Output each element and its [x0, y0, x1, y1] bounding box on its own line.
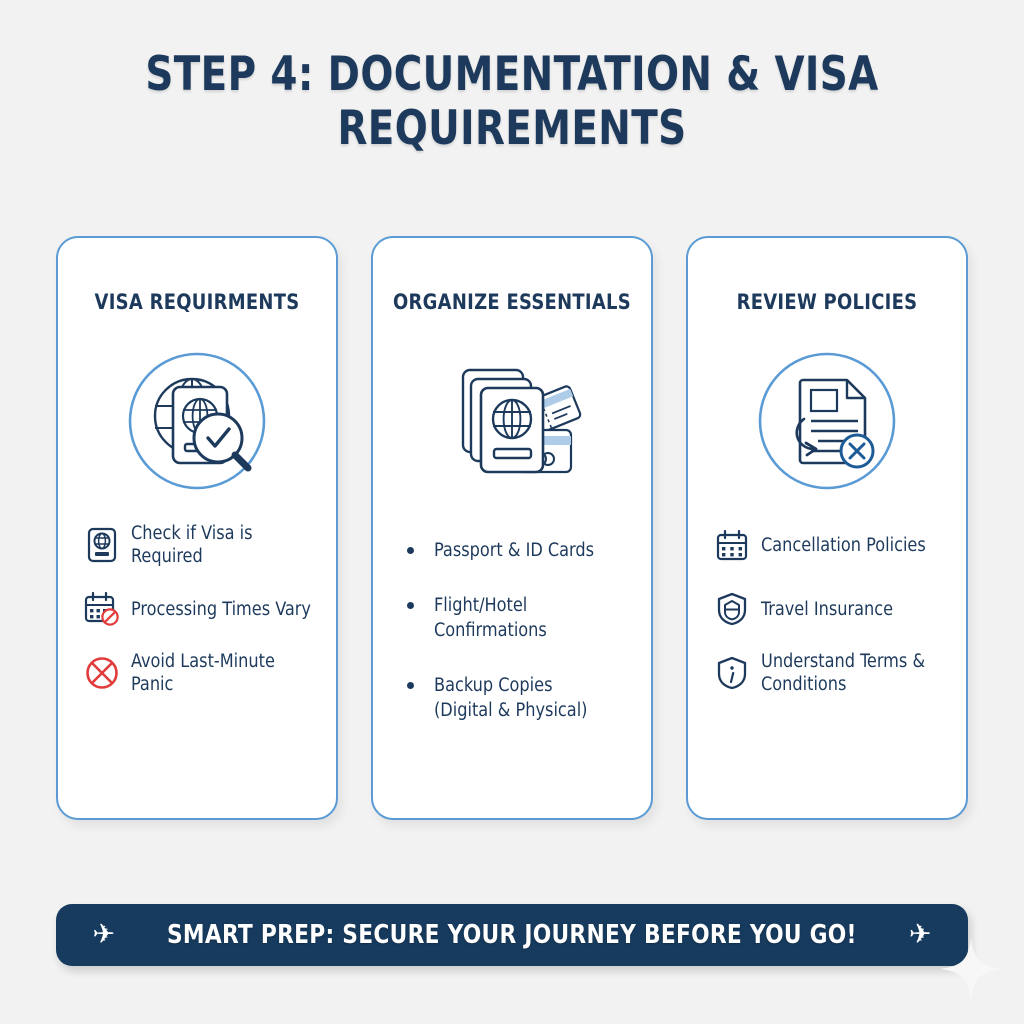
bullet-dot-icon [407, 602, 414, 609]
card-organize-essentials[interactable]: ORGANIZE ESSENTIALS [371, 236, 653, 820]
list-item[interactable]: Passport & ID Cards [407, 538, 637, 563]
list-item-label: Flight/Hotel Confirmations [434, 595, 547, 641]
shield-info-icon [714, 655, 750, 691]
list-item[interactable]: Check if Visa is Required [84, 522, 320, 568]
list-item-label: Backup Copies (Digital & Physical) [434, 675, 588, 721]
list-item[interactable]: Travel Insurance [714, 586, 950, 632]
list-item[interactable]: Processing Times Vary [84, 586, 320, 632]
calendar-icon [714, 527, 750, 563]
card-item-list: Cancellation Policies Travel Insurance [714, 522, 950, 714]
circle-x-icon [84, 655, 120, 691]
card-visa-requirements[interactable]: VISA REQUIRMENTS [56, 236, 338, 820]
cards-row: VISA REQUIRMENTS [56, 236, 968, 820]
document-refund-x-icon [756, 350, 898, 492]
list-item[interactable]: Flight/Hotel Confirmations [407, 593, 637, 643]
list-item-label: Cancellation Policies [761, 534, 926, 556]
card-review-policies[interactable]: REVIEW POLICIES [686, 236, 968, 820]
calendar-no-entry-icon [84, 591, 120, 627]
list-item-label: Passport & ID Cards [434, 540, 595, 561]
airplane-icon-left: ✈ [92, 918, 116, 949]
card-item-list: Check if Visa is Required [84, 522, 320, 714]
passports-ticket-card-icon [437, 346, 587, 496]
list-item[interactable]: Cancellation Policies [714, 522, 950, 568]
bullet-dot-icon [407, 547, 414, 554]
list-item-label: Travel Insurance [761, 598, 894, 620]
shield-icon [714, 591, 750, 627]
footer-banner[interactable]: ✈ SMART PREP: SECURE YOUR JOURNEY BEFORE… [56, 904, 968, 966]
list-item[interactable]: Avoid Last-Minute Panic [84, 650, 320, 696]
page-title: STEP 4: DOCUMENTATION & VISA REQUIREMENT… [145, 47, 879, 156]
globe-passport-magnifier-check-icon [126, 350, 268, 492]
list-item-label: Processing Times Vary [131, 598, 311, 620]
list-item[interactable]: Understand Terms & Conditions [714, 650, 950, 696]
list-item-label: Avoid Last-Minute Panic [131, 651, 275, 695]
card-title: VISA REQUIRMENTS [94, 290, 300, 314]
banner-text: SMART PREP: SECURE YOUR JOURNEY BEFORE Y… [167, 920, 857, 950]
list-item[interactable]: Backup Copies (Digital & Physical) [407, 673, 637, 723]
bullet-dot-icon [407, 682, 414, 689]
passport-icon [84, 527, 120, 563]
list-item-label: Understand Terms & Conditions [761, 651, 926, 695]
card-item-list: Passport & ID Cards Flight/Hotel Confirm… [407, 538, 637, 753]
card-title: ORGANIZE ESSENTIALS [392, 290, 632, 314]
airplane-icon-right: ✈ [908, 918, 932, 949]
card-title: REVIEW POLICIES [736, 290, 918, 314]
list-item-label: Check if Visa is Required [131, 523, 253, 567]
